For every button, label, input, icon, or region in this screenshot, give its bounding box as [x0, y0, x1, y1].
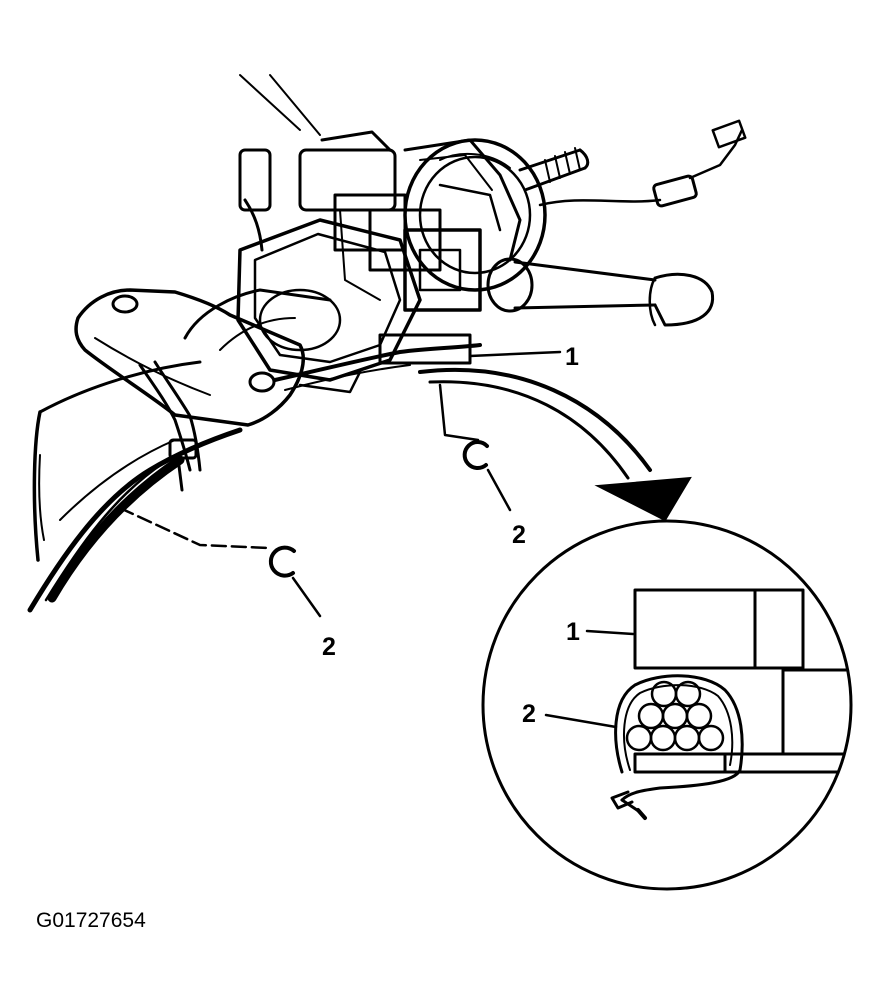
figure-id: G01727654 [36, 909, 146, 932]
detail-circle [481, 519, 853, 891]
clip-2-upper [462, 440, 489, 471]
main-leaders [118, 350, 562, 618]
steering-shaft [518, 147, 590, 192]
detail-rail [633, 752, 727, 774]
detail-housing-block [781, 668, 851, 756]
leader-2-lower-tail [291, 576, 322, 618]
arrow-head-icon [594, 476, 692, 522]
hub-ring [403, 138, 547, 292]
detail-view [481, 519, 853, 891]
leader-2-lower [118, 506, 272, 550]
detail-leader-1 [585, 629, 635, 636]
callout-2-upper: 2 [512, 521, 526, 549]
mounting-bracket [74, 288, 305, 427]
arrow-shaft-inner [428, 380, 630, 480]
wire-harness [273, 333, 482, 394]
callout-2-lower: 2 [322, 633, 336, 661]
clip-2-lower [268, 545, 296, 578]
multifunction-stalk [486, 257, 715, 327]
detail-leader-2 [544, 713, 618, 729]
callout-1-main: 1 [565, 343, 579, 371]
detail-harness-clip [614, 674, 744, 802]
detail-arrow [418, 367, 692, 522]
callout-1-detail: 1 [566, 618, 580, 646]
detail-module-adjacent [753, 588, 805, 670]
harness-connector [538, 119, 747, 208]
arrow-shaft [418, 367, 652, 472]
callout-2-detail: 2 [522, 700, 536, 728]
leader-2-upper-tail [486, 468, 512, 512]
leader-1 [468, 350, 562, 358]
switch-module-cluster [238, 74, 522, 312]
leader-2-upper [438, 383, 480, 442]
detail-wire-bundle [625, 680, 725, 752]
column-tube [27, 360, 243, 613]
steering-column-assembly [27, 74, 747, 613]
detail-module-1 [633, 588, 757, 670]
